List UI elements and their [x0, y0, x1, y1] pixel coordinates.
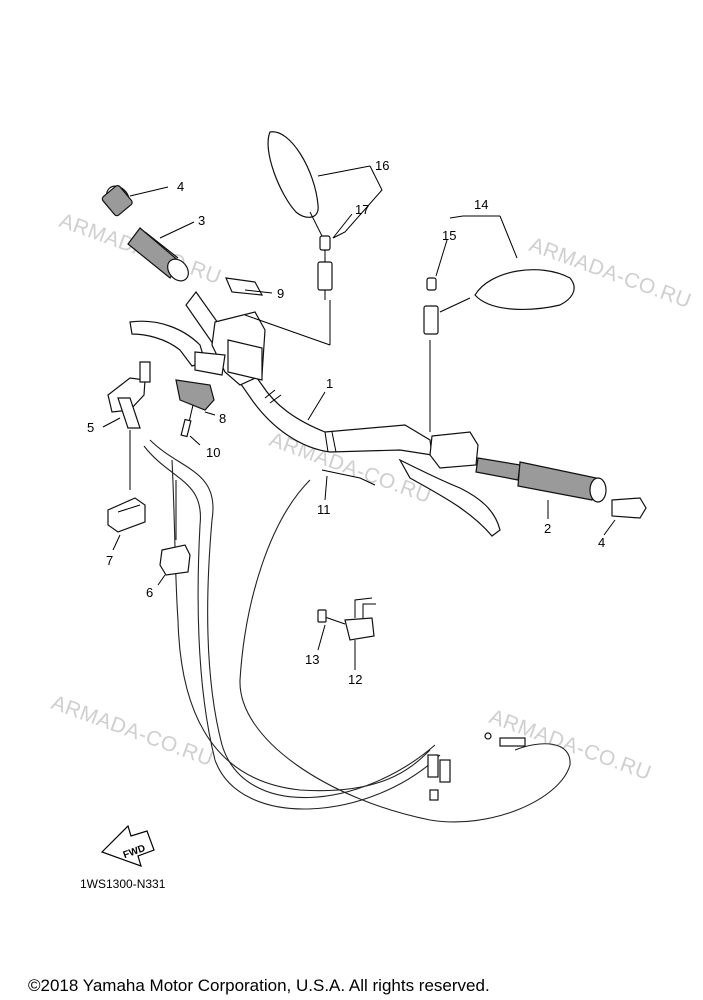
cable-ends	[427, 732, 526, 801]
part-7-bracket	[107, 497, 146, 533]
cable-holder	[107, 361, 151, 429]
cables	[143, 439, 571, 823]
callout-8: 8	[219, 411, 226, 426]
copyright: ©2018 Yamaha Motor Corporation, U.S.A. A…	[28, 976, 490, 995]
right-grip-assembly	[398, 431, 647, 537]
callout-12: 12	[348, 672, 362, 687]
handlebar	[185, 290, 433, 456]
left-mirror	[267, 131, 333, 300]
callout-10: 10	[206, 445, 220, 460]
left-grip-assembly	[101, 185, 189, 282]
callout-14: 14	[474, 197, 488, 212]
diagram-code: 1WS1300-N331	[80, 877, 166, 891]
callout-13: 13	[305, 652, 319, 667]
callouts: 4 3 9 16 17 14 15 1 5 8 10 11 2 4 7 6 13…	[87, 158, 605, 687]
right-mirror	[423, 269, 575, 335]
leader-lines	[102, 165, 616, 670]
callout-1: 1	[326, 376, 333, 391]
callout-4-top: 4	[177, 179, 184, 194]
callout-15: 15	[442, 228, 456, 243]
fwd-arrow-icon: FWD	[100, 824, 155, 867]
part-6-clip	[159, 544, 191, 576]
callout-9: 9	[277, 286, 284, 301]
callout-6: 6	[146, 585, 153, 600]
callout-16: 16	[375, 158, 389, 173]
callout-17: 17	[355, 202, 369, 217]
switch-12-13	[317, 597, 376, 641]
callout-11: 11	[317, 502, 331, 517]
callout-2: 2	[544, 521, 551, 536]
callout-3: 3	[198, 213, 205, 228]
left-switch-assembly	[129, 277, 266, 386]
callout-7: 7	[106, 553, 113, 568]
clamp-and-bolt	[175, 379, 215, 438]
callout-4-right: 4	[598, 535, 605, 550]
callout-5: 5	[87, 420, 94, 435]
